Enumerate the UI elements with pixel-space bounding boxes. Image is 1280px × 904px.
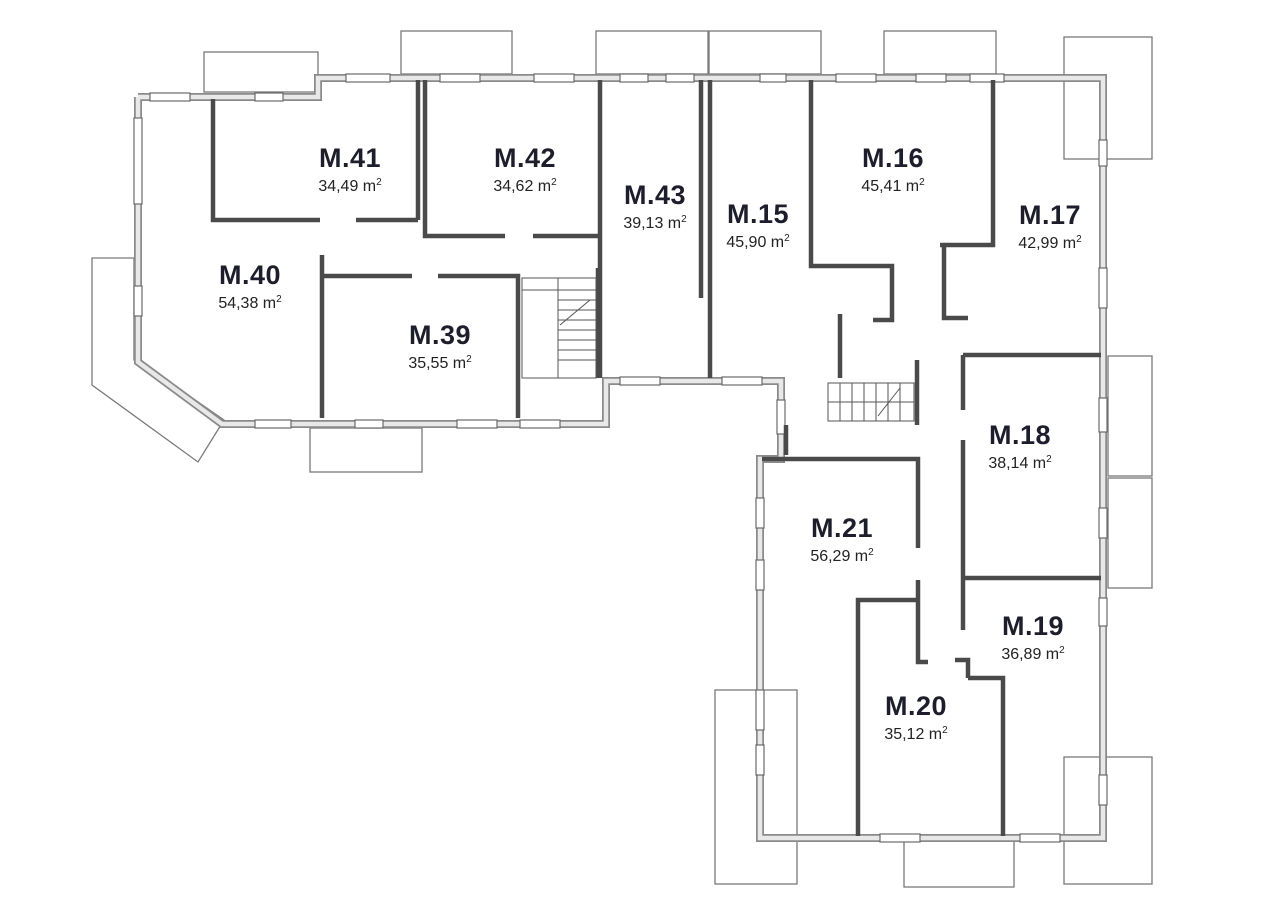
room-m16: M.16 45,41 m2 [823, 143, 963, 197]
room-name: M.21 [810, 513, 874, 543]
room-area: 42,99 m2 [1018, 234, 1082, 252]
balcony [1063, 36, 1153, 160]
room-area: 56,29 m2 [810, 547, 874, 565]
room-m17: M.17 42,99 m2 [980, 200, 1120, 254]
room-area: 38,14 m2 [988, 454, 1052, 472]
room-m20: M.20 35,12 m2 [846, 691, 986, 745]
room-name: M.17 [1018, 200, 1082, 230]
balcony [903, 839, 1015, 888]
balcony [1107, 477, 1153, 589]
stairs [521, 277, 915, 422]
room-area: 39,13 m2 [623, 214, 687, 232]
balcony [708, 30, 822, 75]
room-m21: M.21 56,29 m2 [772, 513, 912, 567]
balcony [883, 30, 997, 75]
room-area: 54,38 m2 [218, 294, 282, 312]
room-area: 45,90 m2 [726, 233, 790, 251]
room-area: 35,12 m2 [884, 725, 948, 743]
room-m40: M.40 54,38 m2 [180, 260, 320, 314]
room-m39: M.39 35,55 m2 [370, 320, 510, 374]
room-m19: M.19 36,89 m2 [963, 611, 1103, 665]
room-name: M.43 [623, 180, 687, 210]
balcony [203, 51, 319, 93]
room-m42: M.42 34,62 m2 [455, 143, 595, 197]
room-name: M.19 [1001, 611, 1065, 641]
room-m15: M.15 45,90 m2 [688, 199, 828, 253]
room-area: 35,55 m2 [408, 354, 472, 372]
room-area: 36,89 m2 [1001, 645, 1065, 663]
outer-walls [134, 74, 1107, 842]
room-name: M.16 [861, 143, 925, 173]
room-name: M.15 [726, 199, 790, 229]
room-name: M.18 [988, 420, 1052, 450]
room-area: 45,41 m2 [861, 177, 925, 195]
room-name: M.40 [218, 260, 282, 290]
room-name: M.39 [408, 320, 472, 350]
room-name: M.20 [884, 691, 948, 721]
balcony [595, 30, 709, 75]
room-name: M.42 [493, 143, 557, 173]
room-m41: M.41 34,49 m2 [280, 143, 420, 197]
interior-walls [210, 80, 1101, 836]
room-m18: M.18 38,14 m2 [950, 420, 1090, 474]
balcony [309, 427, 423, 473]
balcony [1107, 355, 1153, 477]
windows [133, 73, 1108, 843]
balcony [1063, 756, 1153, 885]
room-area: 34,49 m2 [318, 177, 382, 195]
room-name: M.41 [318, 143, 382, 173]
room-area: 34,62 m2 [493, 177, 557, 195]
room-m43: M.43 39,13 m2 [585, 180, 725, 234]
balcony [400, 30, 513, 75]
